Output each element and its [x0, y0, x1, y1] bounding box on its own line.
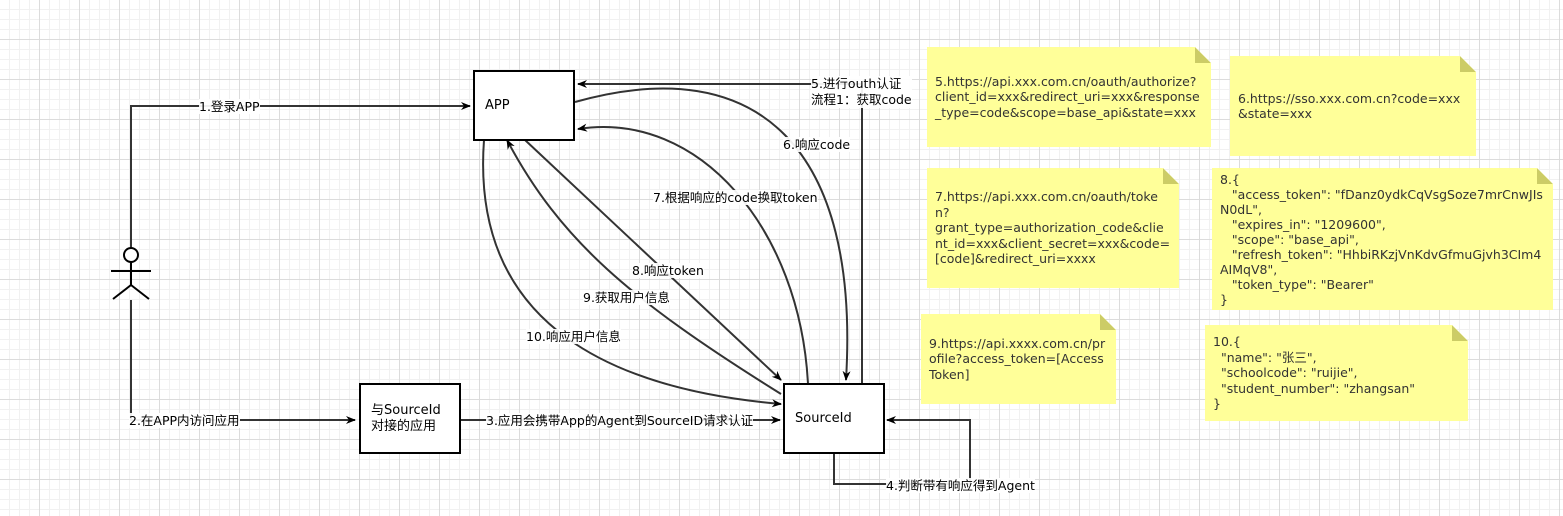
app-box: APP — [473, 70, 575, 141]
note-8-text: 8.{ "access_token": "fDanz0ydkCqVsgSoze7… — [1220, 171, 1543, 307]
edge-5-label: 5.进行outh认证 流程1：获取code — [811, 76, 912, 108]
sourceid-box-label: SourceId — [795, 411, 852, 426]
note-9-text: 9.https://api.xxxx.com.cn/profile?access… — [929, 335, 1106, 382]
note-7: 7.https://api.xxx.com.cn/oauth/token? gr… — [927, 168, 1179, 288]
edge-6-label: 6.响应code — [783, 137, 851, 152]
note-5-text: 5.https://api.xxx.com.cn/oauth/authorize… — [935, 73, 1200, 120]
app-box-label: APP — [485, 98, 510, 113]
edge-9-label: 9.获取用户信息 — [583, 290, 670, 305]
note-6-text: 6.https://sso.xxx.com.cn?code=xxx&state=… — [1238, 90, 1461, 121]
integrated-app-box: 与SourceId 对接的应用 — [359, 383, 461, 454]
sourceid-box: SourceId — [783, 383, 885, 454]
note-8: 8.{ "access_token": "fDanz0ydkCqVsgSoze7… — [1212, 168, 1553, 310]
note-10-text: 10.{ "name": "张三", "schoolcode": "ruijie… — [1213, 334, 1416, 412]
edge-3-label: 3.应用会携带App的Agent到SourceID请求认证 — [486, 413, 754, 428]
note-10: 10.{ "name": "张三", "schoolcode": "ruijie… — [1205, 325, 1468, 421]
edge-7-label: 7.根据响应的code换取token — [653, 190, 818, 205]
note-5: 5.https://api.xxx.com.cn/oauth/authorize… — [927, 47, 1211, 147]
edge-4-label: 4.判断带有响应得到Agent — [886, 478, 1035, 493]
edge-2-line — [130, 300, 356, 424]
note-7-text: 7.https://api.xxx.com.cn/oauth/token? gr… — [935, 189, 1171, 267]
edge-8-label: 8.响应token — [632, 263, 704, 278]
edge-2-label: 2.在APP内访问应用 — [129, 413, 240, 428]
edge-1-line — [130, 102, 471, 255]
edge-8-line — [524, 139, 782, 381]
edge-1-label: 1.登录APP — [199, 99, 260, 114]
note-9: 9.https://api.xxxx.com.cn/profile?access… — [921, 314, 1116, 404]
edge-6-line — [574, 87, 851, 381]
edge-7-line — [577, 123, 809, 385]
integrated-app-box-label: 与SourceId 对接的应用 — [371, 402, 441, 434]
edge-9-line — [506, 139, 782, 395]
edge-10-label: 10.响应用户信息 — [526, 329, 621, 344]
stick-figure-user-icon — [111, 247, 151, 300]
note-6: 6.https://sso.xxx.com.cn?code=xxx&state=… — [1230, 56, 1476, 156]
